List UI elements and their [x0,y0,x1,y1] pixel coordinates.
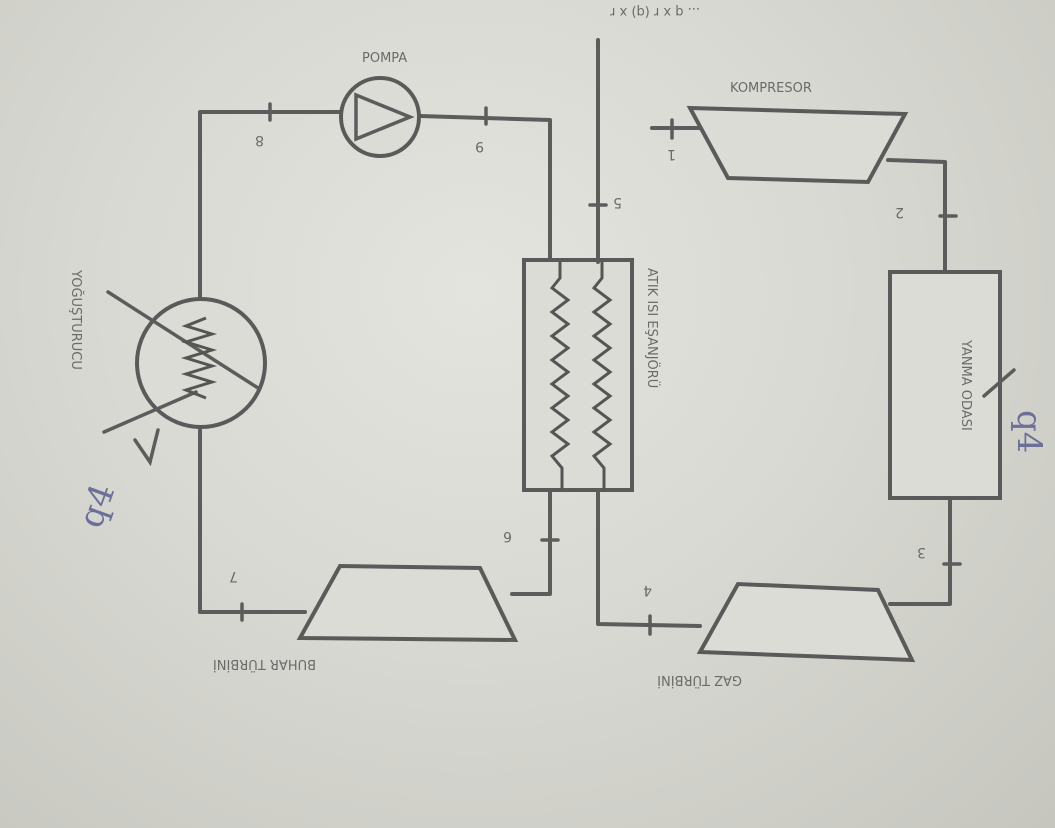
label-kompresor: KOMPRESOR [730,81,812,96]
state-point-7: 7 [229,568,238,584]
state-point-1: 1 [667,146,676,162]
heat-exchanger-coil-left [549,262,571,490]
pump [339,76,421,158]
steam-turbine-body [296,563,519,643]
state-point-8: 8 [255,132,264,148]
handwritten-q-in: q4 [1009,410,1049,453]
state-point-2: 2 [895,204,904,220]
wire-gas-turbine-to-combustor [888,496,952,606]
state-point-5: 5 [613,194,622,210]
heat-exchanger-body [522,258,634,492]
wire-exchanger-to-steam-turbine [510,488,552,596]
state-point-9: 9 [475,138,484,154]
condenser-arrow-bottom [102,390,198,434]
combustion-chamber [888,270,1016,500]
wire-left-vertical-top [198,110,342,302]
state-point-6: 6 [503,528,512,544]
wire-pump-to-exchanger [418,114,552,264]
state-point-4: 4 [643,582,652,598]
label-yanma-odasi: YANMA ODASI [958,339,973,431]
wire-combustor-to-compressor [886,158,947,274]
combustion-chamber-body [888,270,1002,500]
gas-turbine-body [696,581,916,663]
heat-input-arrow-icon [982,368,1016,398]
top-header-fragment: ... q x r (q) x r [609,4,700,19]
pump-arrow-icon [354,92,415,142]
condenser [102,290,267,467]
state-point-ticks [240,102,962,636]
label-gaz-turbini: GAZ TÜRBİNİ [657,672,742,689]
condenser-arrow-top [106,290,260,390]
condenser-coil [180,316,218,400]
heat-exchanger-coil-right [591,262,613,490]
label-buhar-turbini: BUHAR TÜRBİNİ [213,656,316,673]
gas-turbine [696,581,916,663]
state-point-3: 3 [917,544,926,560]
handwritten-q-out: q4 [71,479,123,533]
steam-turbine [296,563,519,643]
compressor-body [686,105,909,185]
compressor [686,105,909,185]
label-pompa: POMPA [362,51,407,66]
heat-exchanger [522,258,634,492]
label-yogusturucu: YOĞUŞTURUCU [68,269,84,370]
label-isi-esanjoru: ATIK ISI EŞANJÖRÜ [644,268,661,388]
wire-exchanger-to-gas-turbine [596,488,702,628]
condenser-arrowhead-icon [133,428,160,467]
